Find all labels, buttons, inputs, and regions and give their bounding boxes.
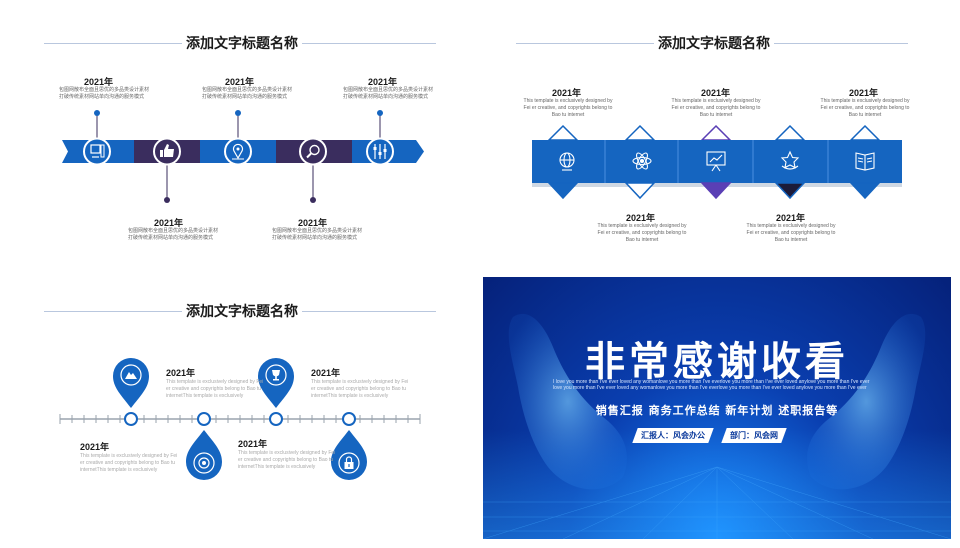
item-year: 2021年 — [298, 218, 328, 228]
title-rule-left — [44, 43, 182, 44]
item-desc: This template is exclusively designed by… — [523, 98, 613, 118]
thumbs-up-icon — [153, 137, 181, 166]
slide-title: 添加文字标题名称 — [186, 304, 298, 320]
mountain-icon — [125, 372, 137, 379]
item-desc: This template is exclusively designed by… — [80, 453, 178, 473]
star-badge-icon — [780, 150, 800, 170]
item-desc: 包图网散布全面且思优的多品类设计素材打破传统素材网站单向沟通的服务模式 — [343, 87, 434, 100]
magnifier-icon — [299, 137, 327, 166]
department-pill: 部门：风会网 — [721, 428, 787, 443]
item-year: 2021年 — [166, 368, 196, 378]
slide-title-row: 添加文字标题名称 — [44, 301, 436, 321]
lock-icon — [344, 456, 354, 469]
slide-title-row: 添加文字标题名称 — [44, 33, 436, 53]
item-year: 2021年 — [776, 213, 806, 223]
pin-timeline-graphic — [59, 358, 421, 480]
item-year: 2021年 — [80, 442, 110, 452]
item-year: 2021年 — [225, 77, 255, 87]
monitor-icon — [83, 137, 111, 166]
item-desc: This template is exclusively designed by… — [597, 223, 687, 243]
item-year: 2021年 — [238, 439, 268, 449]
item-year: 2021年 — [368, 77, 398, 87]
map-pin-icon — [224, 137, 252, 166]
item-year: 2021年 — [84, 77, 114, 87]
slide-timeline-pins[interactable]: 添加文字标题名称 — [0, 274, 480, 548]
diamond-band-graphic — [532, 124, 902, 200]
item-desc: This template is exclusively designed by… — [166, 379, 264, 399]
book-icon — [855, 152, 875, 171]
presentation-board-icon — [706, 151, 726, 172]
slide-title-row: 添加文字标题名称 — [516, 33, 908, 53]
item-year: 2021年 — [626, 213, 656, 223]
trophy-icon — [272, 370, 280, 381]
item-desc: 包图网散布全面且思优的多品类设计素材打破传统素材网站单向沟通的服务模式 — [272, 228, 363, 241]
digital-hands-graphic — [483, 313, 951, 539]
item-year: 2021年 — [154, 218, 184, 228]
subtitle: 销售汇报 商务工作总结 新年计划 述职报告等 — [595, 404, 839, 417]
item-desc: 包图网散布全面且思优的多品类设计素材打破传统素材网站单向沟通的服务模式 — [128, 228, 219, 241]
item-desc: This template is exclusively designed by… — [820, 98, 910, 118]
target-icon — [198, 457, 210, 469]
slide-timeline-horizontal[interactable]: 添加文字标题名称 — [0, 0, 480, 274]
title-rule-right — [302, 43, 436, 44]
item-year: 2021年 — [552, 88, 582, 98]
globe-icon — [559, 152, 575, 171]
item-desc: This template is exclusively designed by… — [746, 223, 836, 243]
item-year: 2021年 — [311, 368, 341, 378]
thank-you-title: 非常感谢收看 — [585, 339, 849, 385]
item-desc: This template is exclusively designed by… — [238, 450, 336, 470]
sliders-icon — [366, 137, 394, 166]
slide-title: 添加文字标题名称 — [658, 36, 770, 52]
reporter-pill: 汇报人：风会办公 — [632, 428, 714, 443]
item-year: 2021年 — [701, 88, 731, 98]
item-desc: This template is exclusively designed by… — [311, 379, 409, 399]
english-filler-line: I love you more than I've ever loved any… — [553, 379, 870, 391]
item-desc: 包图网散布全面且思优的多品类设计素材打破传统素材网站单向沟通的服务模式 — [202, 87, 293, 100]
atom-icon — [632, 152, 652, 170]
item-year: 2021年 — [849, 88, 879, 98]
slide-thank-you[interactable]: 非常感谢收看 I love you more than I've ever lo… — [483, 277, 951, 539]
timeline-arrow-graphic — [62, 110, 424, 203]
slide-timeline-diamonds[interactable]: 添加文字标题名称 — [480, 0, 960, 274]
arrow-tail — [62, 140, 80, 163]
arrow-head — [406, 140, 424, 163]
item-desc: 包图网散布全面且思优的多品类设计素材打破传统素材网站单向沟通的服务模式 — [59, 87, 150, 100]
slide-title: 添加文字标题名称 — [186, 36, 298, 52]
item-desc: This template is exclusively designed by… — [671, 98, 761, 118]
